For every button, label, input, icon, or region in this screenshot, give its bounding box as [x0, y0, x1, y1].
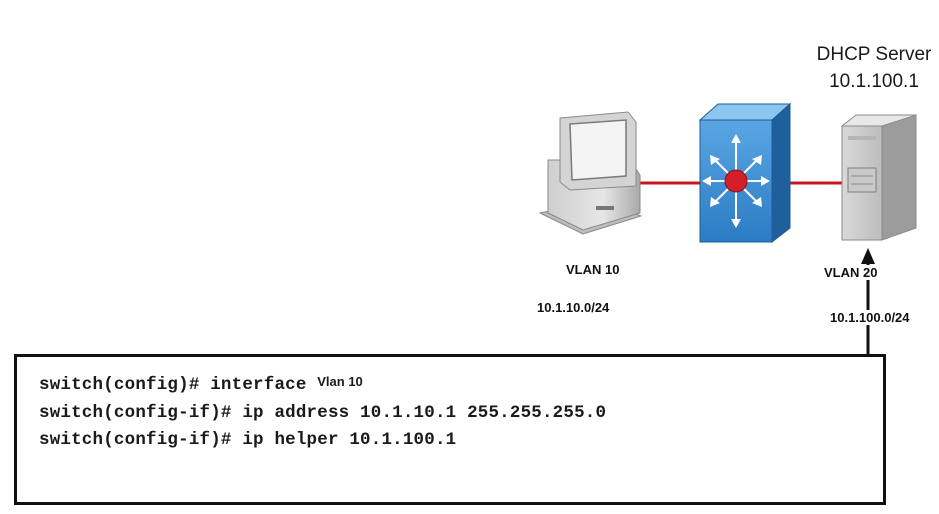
config-line-ip-helper: switch(config-if)# ip helper 10.1.100.1: [39, 430, 457, 450]
config-line-interface-arg: Vlan 10: [317, 374, 363, 389]
config-line-interface-cmd: switch(config)# interface: [39, 375, 318, 395]
config-commands-box: switch(config)# interface Vlan 10 switch…: [14, 354, 886, 505]
vlan20-subnet: 10.1.100.0/24: [829, 310, 911, 325]
dhcp-server-label: DHCP Server 10.1.100.1: [808, 41, 939, 95]
dhcp-server-title: DHCP Server: [816, 44, 932, 65]
arrow-to-server: [861, 248, 875, 354]
server-icon: [840, 114, 918, 241]
pc-icon: [538, 111, 643, 235]
vlan10-subnet: 10.1.10.0/24: [537, 300, 610, 315]
multilayer-switch-icon: [698, 102, 792, 244]
config-line-ip-address: switch(config-if)# ip address 10.1.10.1 …: [39, 403, 607, 423]
dhcp-server-ip: 10.1.100.1: [829, 71, 919, 92]
vlan10-label: VLAN 10: [566, 262, 620, 277]
vlan20-label: VLAN 20: [823, 265, 879, 280]
config-line-interface: switch(config)# interface Vlan 10: [39, 374, 363, 395]
